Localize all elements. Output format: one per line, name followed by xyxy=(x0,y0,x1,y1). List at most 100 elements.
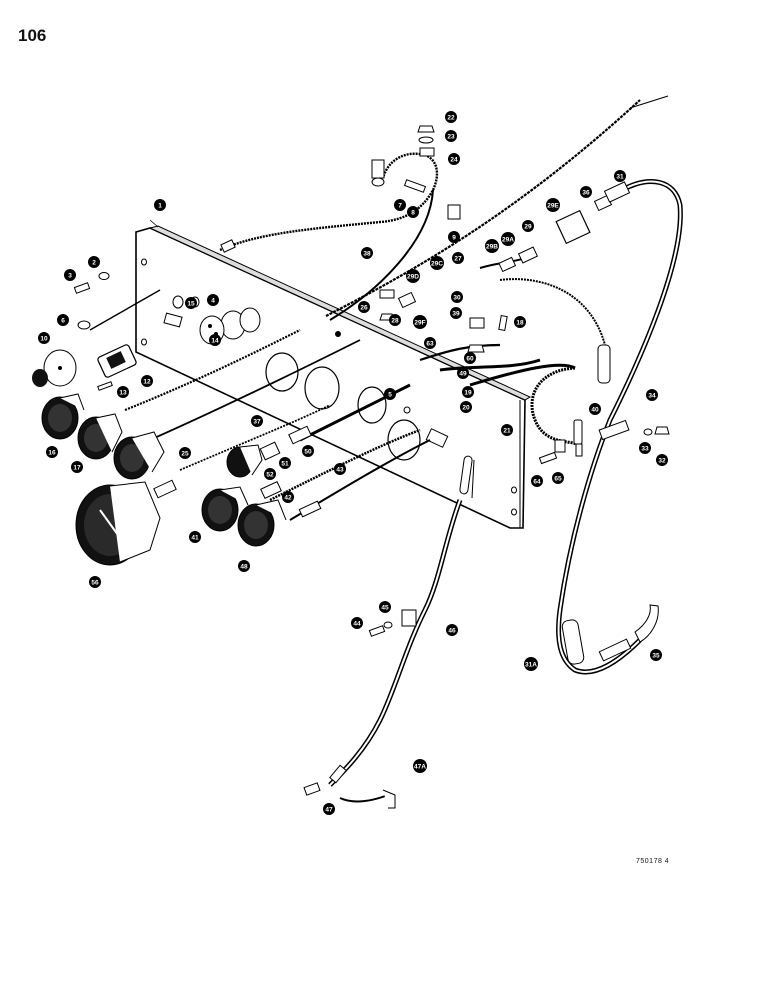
callout-44: 44 xyxy=(351,617,363,629)
callout-52: 52 xyxy=(264,468,276,480)
callout-29: 29 xyxy=(522,220,534,232)
instrument-panel xyxy=(135,225,532,529)
callout-label: 56 xyxy=(91,579,99,586)
callout-label: 60 xyxy=(466,355,474,362)
callout-7: 7 xyxy=(394,199,406,211)
callout-label: 48 xyxy=(240,563,248,570)
key-switch-10 xyxy=(32,349,77,387)
callout-label: 43 xyxy=(336,466,344,473)
callout-56: 56 xyxy=(89,576,101,588)
callout-label: 63 xyxy=(426,340,434,347)
callout-label: 8 xyxy=(411,209,415,216)
callout-label: 20 xyxy=(462,404,470,411)
callout-label: 18 xyxy=(516,319,524,326)
callout-23: 23 xyxy=(445,130,457,142)
callout-label: 32 xyxy=(658,457,666,464)
callout-label: 64 xyxy=(533,478,541,485)
callout-47a: 47A xyxy=(413,759,427,773)
callout-label: 14 xyxy=(211,337,219,344)
callout-label: 51 xyxy=(281,460,289,467)
callout-33: 33 xyxy=(639,442,651,454)
callout-label: 1 xyxy=(158,202,162,209)
callout-46: 46 xyxy=(446,624,458,636)
callout-label: 30 xyxy=(453,294,461,301)
callout-2: 2 xyxy=(88,256,100,268)
gauge-17 xyxy=(77,413,123,460)
callout-5: 5 xyxy=(384,388,396,400)
callout-label: 49 xyxy=(459,370,467,377)
callout-label: 5 xyxy=(388,391,392,398)
callout-label: 12 xyxy=(143,378,151,385)
callout-label: 26 xyxy=(360,304,368,311)
callout-49: 49 xyxy=(457,367,469,379)
callout-label: 41 xyxy=(191,534,199,541)
gauge-48 xyxy=(237,499,287,547)
callout-label: 19 xyxy=(464,389,472,396)
callout-label: 23 xyxy=(447,133,455,140)
callout-label: 52 xyxy=(266,471,274,478)
callout-31: 31 xyxy=(614,170,626,182)
callout-12: 12 xyxy=(141,375,153,387)
callout-10: 10 xyxy=(38,332,50,344)
callout-label: 42 xyxy=(284,494,292,501)
callout-15: 15 xyxy=(185,297,197,309)
callout-48: 48 xyxy=(238,560,250,572)
callout-label: 34 xyxy=(648,392,656,399)
callout-label: 47A xyxy=(414,763,426,770)
callout-41: 41 xyxy=(189,531,201,543)
callout-45: 45 xyxy=(379,601,391,613)
callout-63: 63 xyxy=(424,337,436,349)
callout-label: 6 xyxy=(61,317,65,324)
switch-12 xyxy=(97,344,137,378)
callout-64: 64 xyxy=(531,475,543,487)
callout-4: 4 xyxy=(207,294,219,306)
callout-20: 20 xyxy=(460,401,472,413)
callout-label: 28 xyxy=(391,317,399,324)
callout-1: 1 xyxy=(154,199,166,211)
callout-21: 21 xyxy=(501,424,513,436)
callout-label: 29A xyxy=(502,236,514,243)
callout-label: 2 xyxy=(92,259,96,266)
callout-37: 37 xyxy=(251,415,263,427)
callout-label: 25 xyxy=(181,450,189,457)
indicator-light-37 xyxy=(226,444,263,478)
callout-18: 18 xyxy=(514,316,526,328)
figure-code: 750178 4 xyxy=(636,858,670,865)
gauge-41 xyxy=(201,486,249,532)
callout-label: 40 xyxy=(591,406,599,413)
callout-13: 13 xyxy=(117,386,129,398)
cables-and-hoses xyxy=(124,95,683,803)
callout-27: 27 xyxy=(452,252,464,264)
gauge-cluster xyxy=(32,315,287,566)
callout-label: 39 xyxy=(452,310,460,317)
callout-26: 26 xyxy=(358,301,370,313)
callout-50: 50 xyxy=(302,445,314,457)
callout-label: 29D xyxy=(407,273,419,280)
callout-34: 34 xyxy=(646,389,658,401)
callout-60: 60 xyxy=(464,352,476,364)
callout-29c: 29C xyxy=(430,256,444,270)
callout-43: 43 xyxy=(334,463,346,475)
callout-label: 21 xyxy=(503,427,511,434)
callout-29a: 29A xyxy=(501,232,515,246)
callout-label: 29E xyxy=(547,202,559,209)
callout-label: 31A xyxy=(525,661,537,668)
callout-label: 35 xyxy=(652,652,660,659)
callout-markers: 1234567891012131415161718192021222324252… xyxy=(38,111,668,815)
callout-label: 15 xyxy=(187,300,195,307)
callout-label: 13 xyxy=(119,389,127,396)
callout-32: 32 xyxy=(656,454,668,466)
callout-label: 10 xyxy=(40,335,48,342)
callout-35: 35 xyxy=(650,649,662,661)
callout-label: 46 xyxy=(448,627,456,634)
callout-3: 3 xyxy=(64,269,76,281)
callout-65: 65 xyxy=(552,472,564,484)
callout-40: 40 xyxy=(589,403,601,415)
callout-label: 44 xyxy=(353,620,361,627)
callout-9: 9 xyxy=(448,231,460,243)
fittings-and-hardware xyxy=(73,125,670,809)
callout-label: 45 xyxy=(381,604,389,611)
callout-29b: 29B xyxy=(485,239,499,253)
callout-51: 51 xyxy=(279,457,291,469)
gauge-16 xyxy=(41,393,85,440)
